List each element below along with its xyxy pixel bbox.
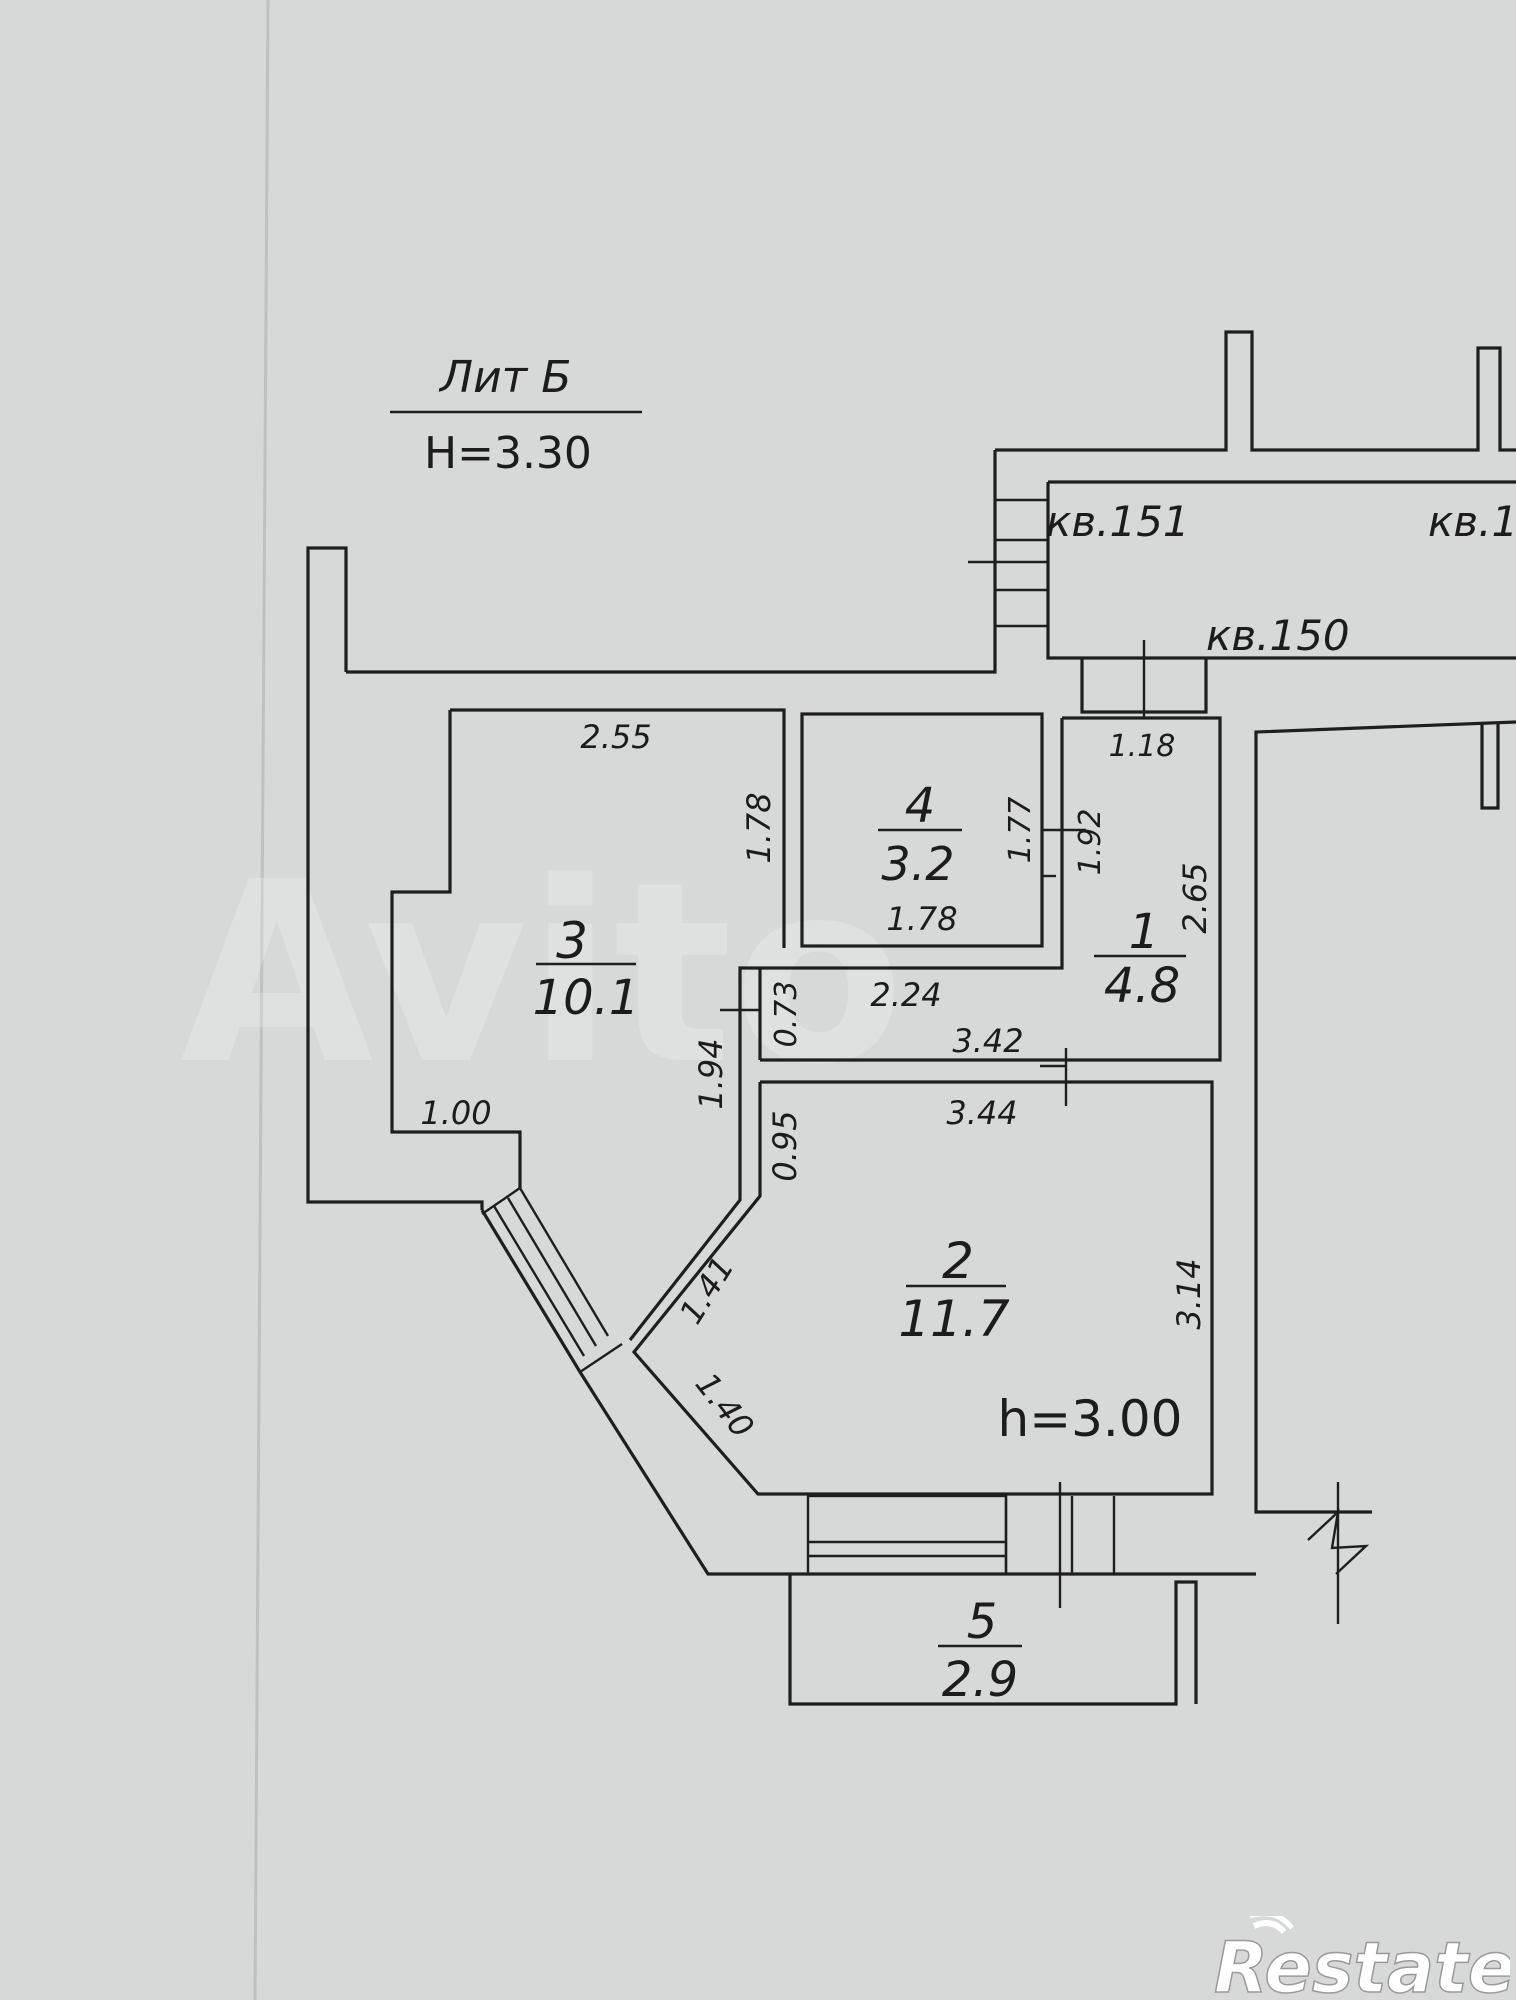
dim-0-95: 0.95 [766, 1110, 804, 1181]
room-2-area: 11.7 [898, 1290, 1010, 1348]
room-3-number: 3 [556, 912, 588, 970]
dim-0-73: 0.73 [769, 981, 804, 1048]
bay-window-line [481, 1187, 521, 1215]
dim-3-44: 3.44 [946, 1094, 1017, 1132]
dim-2-55: 2.55 [580, 718, 651, 756]
apartment-150-label: кв.150 [1206, 611, 1350, 660]
room-3-area: 10.1 [533, 970, 640, 1026]
dim-1-78-horizontal: 1.78 [886, 900, 957, 938]
room-2-number: 2 [942, 1232, 974, 1290]
room-1-inner-wall [628, 718, 1064, 1341]
room-5-number: 5 [967, 1594, 998, 1650]
room-5-area: 2.9 [942, 1652, 1018, 1708]
break-mark-zigzag [1307, 1508, 1370, 1575]
dim-1-40: 1.40 [688, 1365, 762, 1445]
balcony-walls [788, 1574, 1198, 1706]
room-1-area: 4.8 [1104, 958, 1180, 1014]
signal-icon [1250, 1916, 1294, 1930]
dim-2-65: 2.65 [1176, 862, 1214, 933]
room-3-outer-wall [390, 710, 522, 1188]
apartment-1-label: кв.1 [1428, 497, 1516, 546]
restate-text: Restate [1214, 1927, 1510, 1998]
bay-window-line [518, 1187, 610, 1337]
apartment-151-label: кв.151 [1046, 497, 1190, 546]
bay-window-line [579, 1343, 623, 1373]
signal-icon [1252, 1920, 1287, 1935]
restate-watermark: Restate [1210, 1916, 1510, 1998]
dim-1-78-vertical: 1.78 [740, 792, 778, 863]
lit-label: Лит Б [438, 352, 571, 403]
bay-window-line [506, 1197, 598, 1347]
dim-1-92: 1.92 [1073, 809, 1108, 876]
outer-wall-left [306, 546, 484, 1210]
room-1-wall [760, 716, 1222, 1062]
room-3-wall [450, 708, 786, 948]
dim-1-94: 1.94 [692, 1038, 730, 1109]
neighbor-wall [1254, 720, 1516, 1514]
dim-1-00: 1.00 [420, 1094, 491, 1132]
bay-window-line [492, 1205, 586, 1357]
room-1-number: 1 [1129, 904, 1160, 960]
room-4-area: 3.2 [881, 837, 954, 891]
dim-3-42: 3.42 [952, 1022, 1023, 1060]
dim-2-24: 2.24 [870, 976, 941, 1014]
upper-wall [995, 330, 1516, 452]
paper-edge [253, 0, 270, 2000]
neighbor-nook [1480, 722, 1500, 810]
corridor-wall [346, 450, 997, 674]
room-2-walls [631, 1080, 1214, 1496]
balcony-window [806, 1494, 1008, 1576]
dim-3-14: 3.14 [1170, 1258, 1208, 1329]
building-height-label: H=3.30 [424, 428, 592, 479]
room-height-label: h=3.00 [998, 1390, 1183, 1448]
dim-1-18: 1.18 [1109, 729, 1176, 764]
room-4-number: 4 [905, 778, 936, 834]
dim-1-77: 1.77 [1003, 797, 1038, 864]
